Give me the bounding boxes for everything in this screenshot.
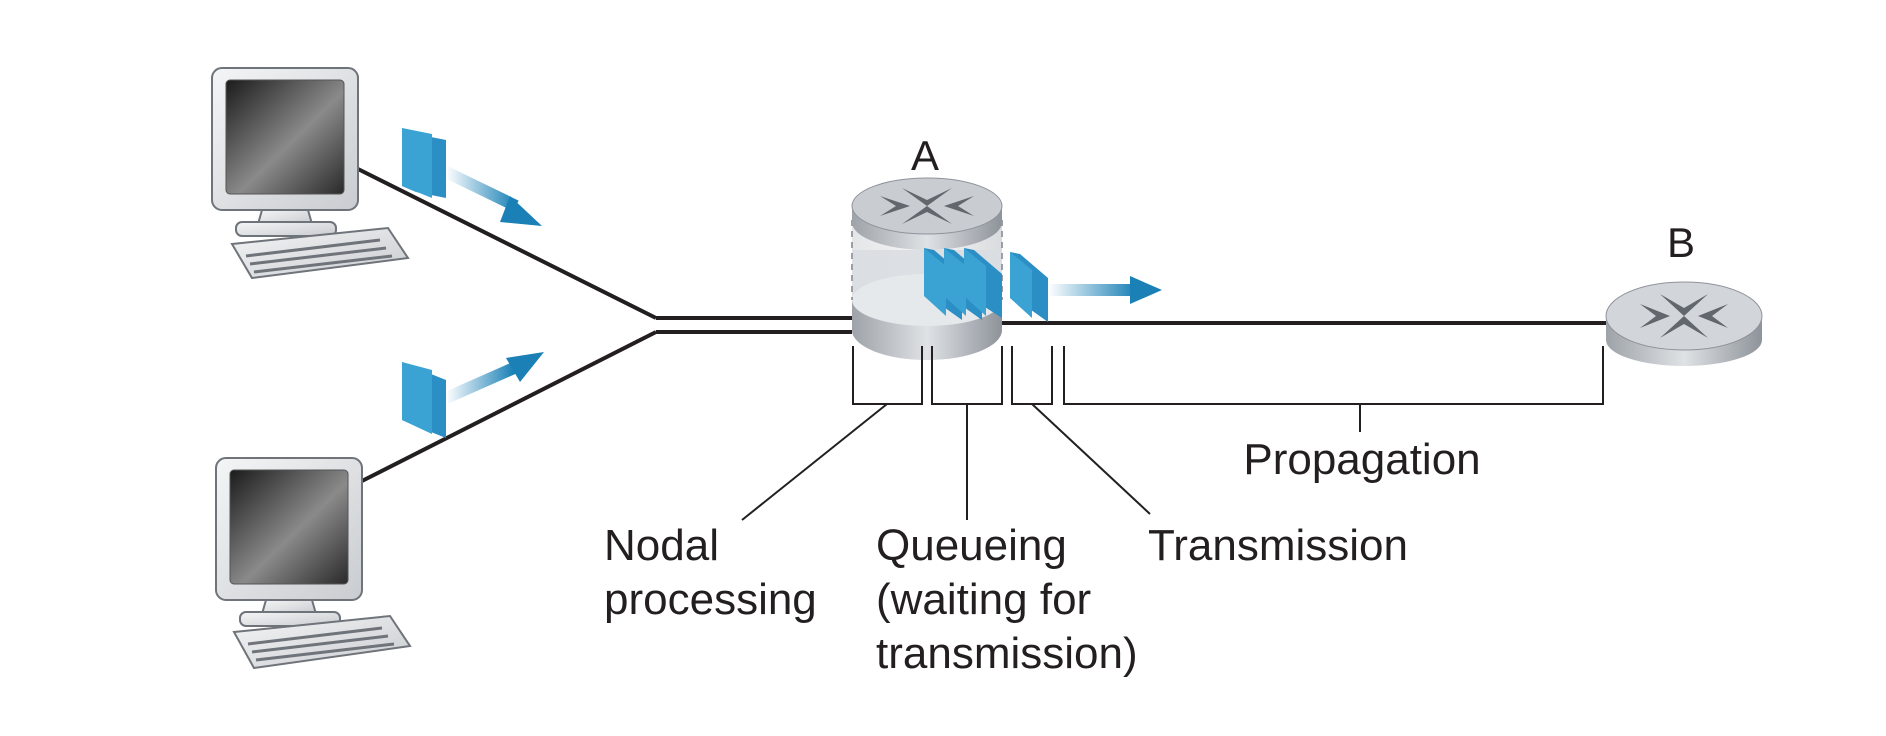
router-icon	[1640, 294, 1728, 338]
label-propagation: Propagation	[1243, 435, 1480, 484]
host-computer-icon	[215, 457, 412, 670]
link-host-top	[355, 166, 657, 320]
router-b-label: B	[1667, 219, 1695, 266]
router-a-label: A	[911, 132, 939, 179]
host-computer-icon	[211, 67, 410, 280]
label-transmission: Transmission	[1148, 521, 1408, 570]
leader-lines	[741, 403, 1361, 521]
arrow-icon	[443, 352, 544, 404]
arrow-icon	[443, 166, 542, 226]
link-host-bottom	[355, 330, 657, 486]
label-nodal-processing-line1: Nodal	[604, 521, 719, 570]
packet-queue	[924, 248, 1002, 320]
packet-icon	[402, 362, 446, 438]
label-queueing-line2: (waiting for	[876, 575, 1091, 624]
network-links	[355, 166, 1608, 486]
label-queueing-line3: transmission)	[876, 629, 1138, 678]
router-b	[1605, 281, 1763, 366]
label-nodal-processing-line2: processing	[604, 575, 817, 624]
bracket-propagation	[1063, 346, 1604, 405]
packet-icon	[402, 128, 446, 198]
router-icon	[880, 188, 974, 224]
leader-nodal-processing	[741, 403, 888, 521]
bracket-transmission	[1011, 346, 1053, 405]
router-a	[851, 177, 1003, 360]
label-queueing-line1: Queueing	[876, 521, 1067, 570]
leader-transmission	[1031, 403, 1151, 515]
bracket-nodal-processing	[852, 346, 923, 405]
packet-icon	[1010, 252, 1048, 322]
arrow-icon	[1048, 276, 1162, 304]
